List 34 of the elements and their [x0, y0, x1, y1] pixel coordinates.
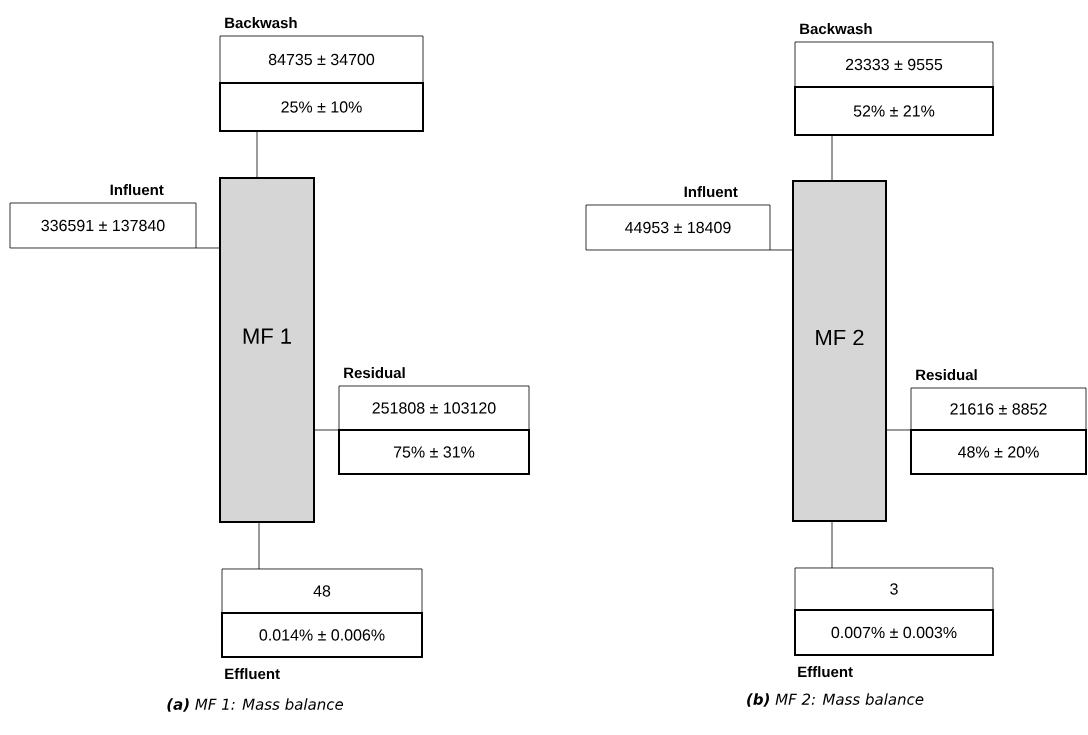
- connector-line: [831, 134, 833, 182]
- section-heading: Influent: [110, 184, 164, 196]
- percentage-box: 0.014% ± 0.006%: [221, 612, 423, 658]
- connector-line: [195, 247, 221, 249]
- section-heading: Influent: [684, 186, 738, 198]
- section-heading: Residual: [916, 369, 977, 381]
- percentage-box: 52% ± 21%: [794, 86, 994, 136]
- percentage-box: 25% ± 10%: [219, 82, 424, 132]
- value-box: 84735 ± 34700: [219, 35, 424, 84]
- value-box: 3: [794, 567, 994, 611]
- value-box: 21616 ± 8852: [910, 387, 1087, 431]
- section-heading: Effluent: [798, 666, 853, 678]
- value-box: 23333 ± 9555: [794, 41, 994, 88]
- connector-line: [885, 429, 912, 431]
- section-heading: Residual: [344, 367, 405, 379]
- filter-unit-box: MF 2: [792, 180, 887, 522]
- value-box: 44953 ± 18409: [585, 204, 771, 251]
- connector-line: [769, 249, 794, 251]
- connector-line: [313, 429, 340, 431]
- percentage-box: 48% ± 20%: [910, 429, 1087, 475]
- percentage-box: 0.007% ± 0.003%: [794, 609, 994, 656]
- filter-unit-box: MF 1: [219, 177, 315, 523]
- figure-caption: (a) MF 1: Mass balance: [167, 698, 344, 712]
- section-heading: Effluent: [225, 668, 280, 680]
- connector-line: [256, 130, 258, 179]
- value-box: 336591 ± 137840: [9, 202, 197, 249]
- value-box: 48: [221, 568, 423, 614]
- connector-line: [831, 520, 833, 569]
- connector-line: [258, 521, 260, 570]
- section-heading: Backwash: [225, 17, 297, 29]
- figure-caption: (b) MF 2: Mass balance: [747, 693, 924, 707]
- section-heading: Backwash: [800, 23, 872, 35]
- percentage-box: 75% ± 31%: [338, 429, 530, 475]
- value-box: 251808 ± 103120: [338, 385, 530, 431]
